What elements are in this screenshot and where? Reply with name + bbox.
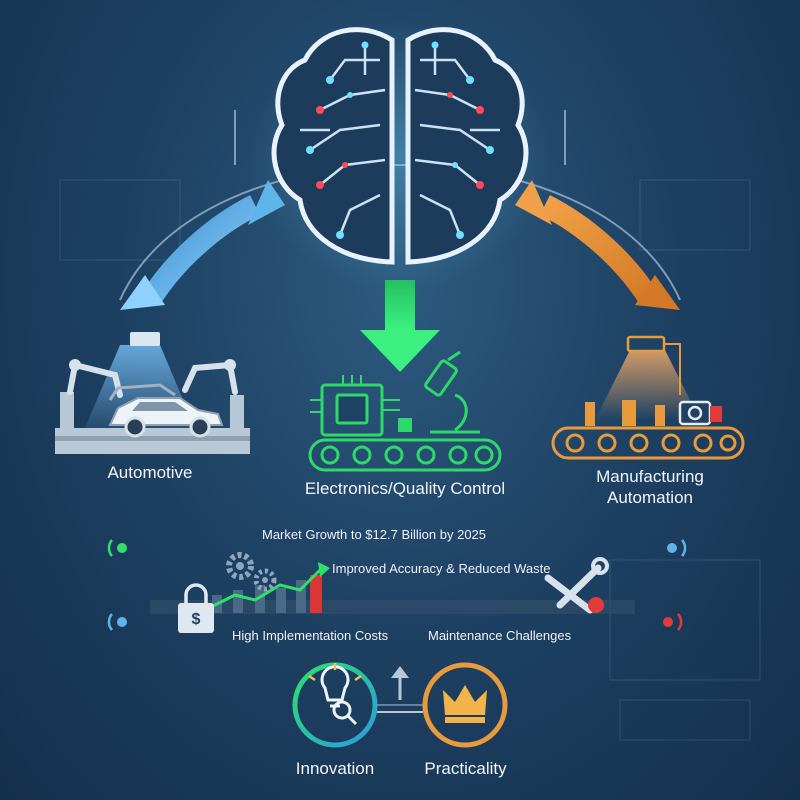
sector-label-manufacturing-line2: Automation (607, 488, 693, 507)
innovation-label: Innovation (295, 759, 375, 778)
svg-text:$: $ (192, 611, 201, 628)
sector-label-automotive: Automotive (107, 463, 193, 482)
wrench-icon (544, 557, 609, 614)
orange-double-arrow-icon (515, 180, 680, 310)
balance-section (292, 662, 508, 748)
blue-double-arrow-icon (120, 180, 285, 310)
practicality-label: Practicality (424, 759, 507, 778)
benefit-label: Improved Accuracy & Reduced Waste (332, 561, 551, 576)
crown-icon (422, 662, 508, 748)
camera-icon (678, 400, 722, 426)
conveyor-belt-icon (308, 438, 502, 472)
lock-dollar-icon: $ (178, 583, 214, 633)
microchip-icon (310, 375, 412, 437)
sector-label-manufacturing: Manufacturing Automation (570, 466, 730, 508)
challenges-bar (107, 613, 683, 631)
brain-circuit-icon (250, 20, 550, 290)
maintenance-label: Maintenance Challenges (428, 628, 572, 643)
car-icon (108, 383, 224, 438)
electronics-scene (308, 350, 502, 472)
market-growth-bar (107, 539, 687, 557)
manufacturing-scene (551, 335, 745, 460)
sector-label-electronics: Electronics/Quality Control (304, 479, 506, 498)
green-down-arrow-icon (360, 280, 440, 372)
brain-nodes (306, 41, 494, 239)
sector-label-manufacturing-line1: Manufacturing (596, 467, 704, 486)
automotive-scene (55, 332, 250, 454)
gear-icon (226, 552, 277, 592)
market-growth-label: Market Growth to $12.7 Billion by 2025 (262, 527, 487, 542)
lightbulb-magnifier-icon (292, 662, 378, 748)
robot-arm-icon (67, 361, 238, 398)
high-costs-label: High Implementation Costs (232, 628, 389, 643)
growth-chart-icon: $ (150, 552, 635, 633)
microscope-icon (424, 350, 480, 434)
background-panels (59, 179, 761, 741)
